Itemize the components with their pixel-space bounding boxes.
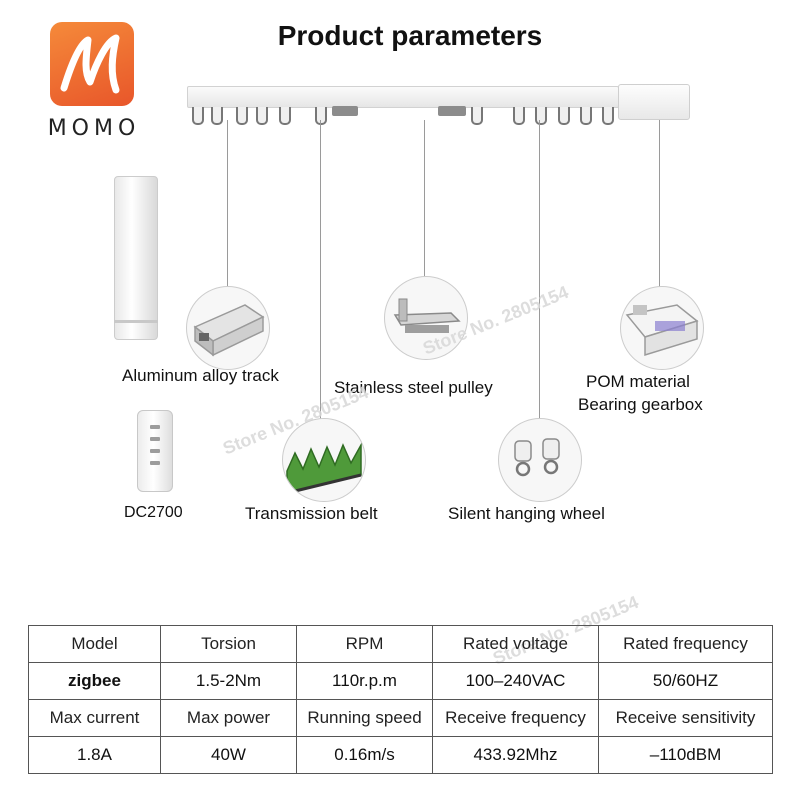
spec-value-cell: zigbee bbox=[28, 662, 161, 700]
remote-control-illustration bbox=[137, 410, 173, 492]
motor-illustration bbox=[114, 176, 158, 340]
toothed-belt-icon bbox=[286, 442, 362, 495]
spec-header-cell: Receive frequency bbox=[432, 699, 599, 737]
spec-header-cell: RPM bbox=[296, 625, 433, 663]
pulley-bracket-icon bbox=[393, 298, 461, 333]
runner-hook-icon bbox=[535, 107, 547, 125]
curtain-track-illustration bbox=[187, 86, 619, 108]
pulley-carriage-icon bbox=[438, 106, 466, 116]
gearbox-illustration bbox=[618, 84, 690, 120]
leader-line bbox=[659, 120, 660, 296]
label-stainless-steel-pulley: Stainless steel pulley bbox=[334, 378, 493, 397]
leader-line bbox=[227, 120, 228, 296]
track-profile-icon bbox=[193, 304, 265, 357]
remote-button-icon bbox=[150, 461, 160, 465]
runner-hook-icon bbox=[471, 107, 483, 125]
spec-header-cell: Max current bbox=[28, 699, 161, 737]
spec-header-cell: Rated voltage bbox=[432, 625, 599, 663]
spec-value-cell: 110r.p.m bbox=[296, 662, 433, 700]
pulley-carriage-icon bbox=[332, 106, 358, 116]
motor-band bbox=[114, 320, 158, 323]
label-aluminum-alloy-track: Aluminum alloy track bbox=[122, 366, 279, 385]
label-bearing-gearbox: Bearing gearbox bbox=[578, 395, 703, 414]
runner-hook-icon bbox=[236, 107, 248, 125]
spec-value-cell: 50/60HZ bbox=[598, 662, 773, 700]
pom-gearbox-image bbox=[620, 286, 704, 370]
spec-header-cell: Rated frequency bbox=[598, 625, 773, 663]
label-pom-material: POM material bbox=[586, 372, 690, 391]
runner-hook-icon bbox=[256, 107, 268, 125]
runner-hook-icon bbox=[192, 107, 204, 125]
spec-header-cell: Running speed bbox=[296, 699, 433, 737]
leader-line bbox=[424, 120, 425, 276]
remote-button-icon bbox=[150, 425, 160, 429]
runner-hook-icon bbox=[315, 107, 327, 125]
label-silent-hanging-wheel: Silent hanging wheel bbox=[448, 504, 605, 523]
spec-value-cell: 0.16m/s bbox=[296, 736, 433, 774]
runner-hook-icon bbox=[513, 107, 525, 125]
page-title: Product parameters bbox=[277, 20, 543, 51]
spec-value-cell: 100–240VAC bbox=[432, 662, 599, 700]
label-dc2700: DC2700 bbox=[124, 504, 183, 521]
spec-header-cell: Torsion bbox=[160, 625, 297, 663]
leader-line bbox=[539, 120, 540, 430]
remote-button-icon bbox=[150, 449, 160, 453]
spec-value-cell: –110dBM bbox=[598, 736, 773, 774]
steel-pulley-image bbox=[384, 276, 468, 360]
aluminum-track-image bbox=[186, 286, 270, 370]
transmission-belt-image bbox=[282, 418, 366, 502]
runner-hook-icon bbox=[211, 107, 223, 125]
runner-hook-icon bbox=[602, 107, 614, 125]
hanging-wheel-icon bbox=[514, 438, 560, 477]
spec-value-cell: 40W bbox=[160, 736, 297, 774]
runner-hook-icon bbox=[279, 107, 291, 125]
spec-value-cell: 1.8A bbox=[28, 736, 161, 774]
hanging-wheel-image bbox=[498, 418, 582, 502]
label-transmission-belt: Transmission belt bbox=[245, 504, 378, 523]
brand-logo bbox=[50, 22, 134, 106]
runner-hook-icon bbox=[558, 107, 570, 125]
remote-button-icon bbox=[150, 437, 160, 441]
gearbox-part-icon bbox=[625, 304, 699, 357]
spec-header-cell: Model bbox=[28, 625, 161, 663]
spec-header-cell: Max power bbox=[160, 699, 297, 737]
logo-m-mark-icon bbox=[60, 34, 120, 94]
brand-name: MOMO bbox=[47, 116, 141, 141]
leader-line bbox=[320, 120, 321, 440]
spec-header-cell: Receive sensitivity bbox=[598, 699, 773, 737]
runner-hook-icon bbox=[580, 107, 592, 125]
spec-value-cell: 1.5-2Nm bbox=[160, 662, 297, 700]
spec-value-cell: 433.92Mhz bbox=[432, 736, 599, 774]
